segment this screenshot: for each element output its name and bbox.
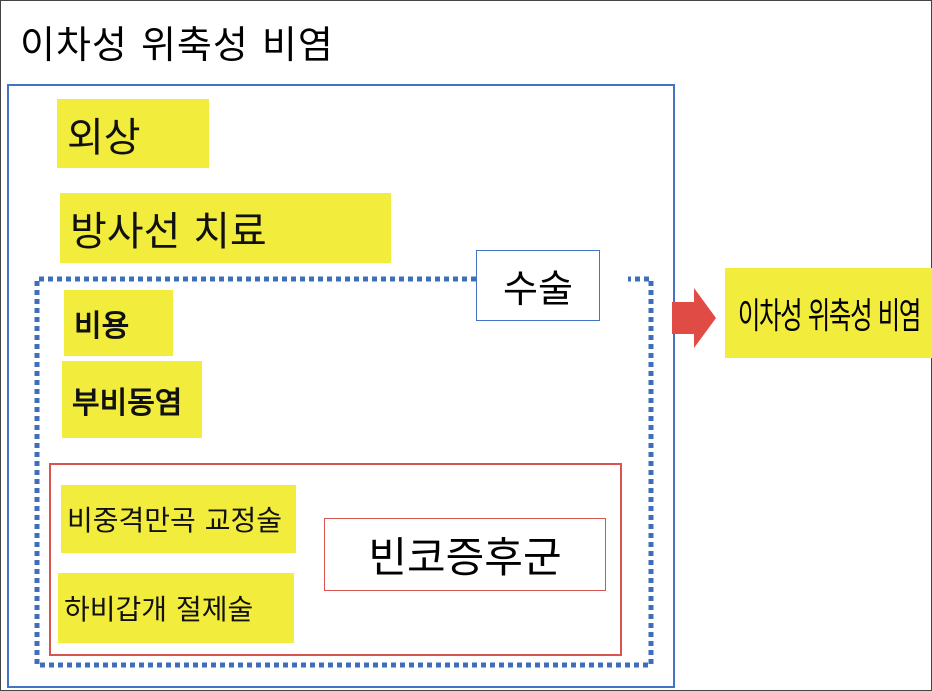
cause-radiation: 방사선 치료	[60, 193, 391, 263]
empty-nose-group	[49, 463, 622, 656]
surgery-label: 수술	[476, 250, 600, 321]
subgroup-item-turbinectomy: 하비갑개 절제술	[58, 573, 294, 643]
right-arrow-icon	[672, 288, 716, 348]
surgery-group-dotted-border	[34, 276, 654, 668]
surgery-item-sinusitis: 부비동염	[62, 361, 202, 438]
surgery-group	[34, 276, 654, 668]
result-label: 이차성 위축성 비염	[737, 296, 921, 337]
empty-nose-label: 빈코증후군	[324, 518, 606, 591]
cause-trauma: 외상	[57, 99, 209, 168]
surgery-item-polyp: 비용	[64, 290, 173, 356]
result-box: 이차성 위축성 비염	[725, 268, 932, 358]
slide-title: 이차성 위축성 비염	[20, 23, 334, 67]
subgroup-item-septoplasty: 비중격만곡 교정술	[61, 485, 296, 553]
causes-container	[7, 84, 675, 688]
